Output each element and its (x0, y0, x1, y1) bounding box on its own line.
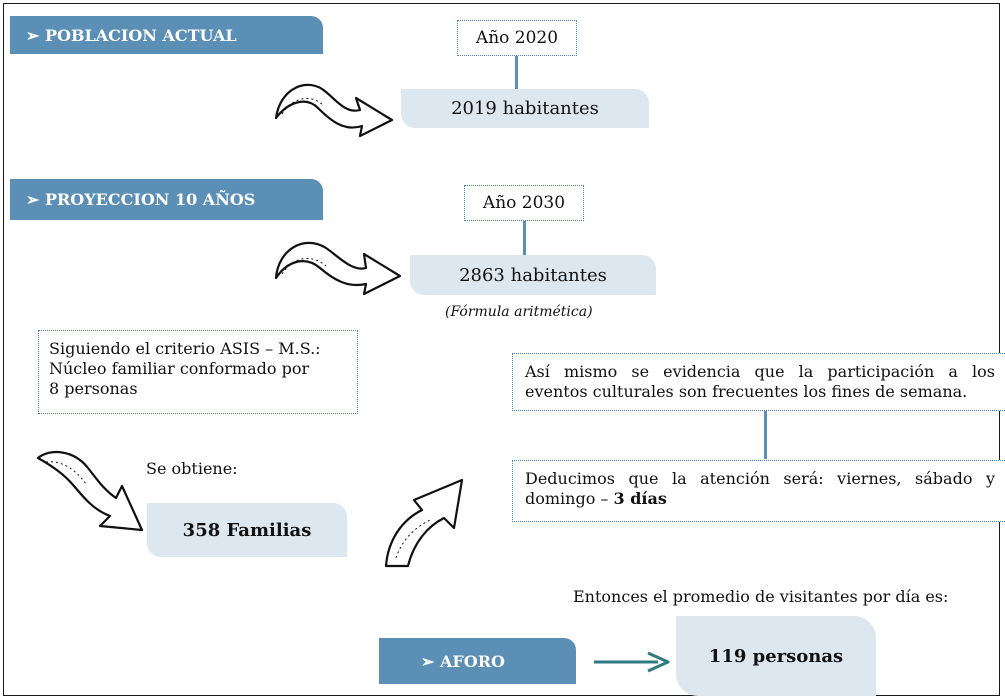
curved-arrow-icon (274, 83, 394, 138)
aforo-result-box: 119 personas (676, 616, 876, 696)
criterio-line: Siguiendo el criterio ASIS – M.S.: (49, 339, 321, 358)
diagram-frame (3, 3, 1000, 696)
atencion-line: domingo – 3 días (525, 489, 995, 509)
atencion-line-text: domingo – (525, 489, 614, 508)
criterio-line: Núcleo familiar conformado por (49, 359, 310, 378)
year-2030-label: Año 2030 (482, 193, 566, 213)
curved-arrow-icon (384, 478, 464, 568)
curved-arrow-icon (274, 241, 402, 296)
criterio-line: 8 personas (49, 379, 138, 398)
connector-line (515, 56, 518, 89)
section-tab-aforo: ➢ AFORO (379, 638, 576, 684)
atencion-days: 3 días (613, 489, 667, 508)
habitantes-2030-box: 2863 habitantes (410, 255, 656, 295)
section-tab-label: ➢ PROYECCION 10 AÑOS (26, 190, 256, 209)
year-2020-label: Año 2020 (475, 28, 559, 48)
criterio-box: Siguiendo el criterio ASIS – M.S.: Núcle… (38, 330, 358, 414)
right-arrow-icon (594, 651, 670, 673)
se-obtiene-label: Se obtiene: (146, 459, 238, 478)
atencion-box: Deducimos que la atención será: viernes,… (512, 460, 1005, 522)
atencion-line: Deducimos que la atención será: viernes,… (525, 469, 995, 488)
connector-line (523, 221, 526, 255)
familias-result-label: 358 Familias (182, 519, 312, 541)
connector-line (764, 411, 767, 459)
formula-note: (Fórmula aritmética) (445, 304, 593, 320)
habitantes-2030-label: 2863 habitantes (459, 264, 607, 286)
habitantes-2020-label: 2019 habitantes (451, 98, 599, 119)
promedio-text: Entonces el promedio de visitantes por d… (573, 587, 949, 606)
year-2030-box: Año 2030 (464, 185, 584, 221)
section-tab-label: ➢ POBLACION ACTUAL (26, 25, 237, 45)
familias-result-box: 358 Familias (147, 503, 347, 557)
eventos-line: Así mismo se evidencia que la participac… (525, 362, 995, 381)
aforo-result-label: 119 personas (708, 645, 844, 667)
section-tab-proyeccion: ➢ PROYECCION 10 AÑOS (10, 179, 323, 220)
section-tab-poblacion-actual: ➢ POBLACION ACTUAL (10, 16, 323, 54)
year-2020-box: Año 2020 (457, 20, 577, 56)
curved-arrow-icon (36, 450, 144, 532)
eventos-line: eventos culturales son frecuentes los fi… (525, 382, 968, 401)
section-tab-label: ➢ AFORO (421, 651, 505, 671)
eventos-box: Así mismo se evidencia que la participac… (512, 353, 1005, 411)
habitantes-2020-box: 2019 habitantes (401, 89, 649, 128)
